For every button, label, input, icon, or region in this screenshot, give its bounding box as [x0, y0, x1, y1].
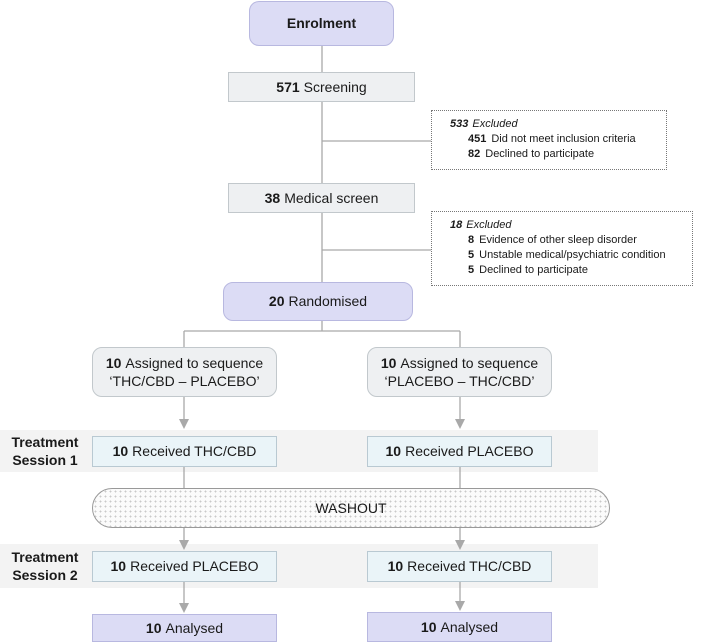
assigned-left-sequence: ‘THC/CBD – PLACEBO’ — [109, 373, 260, 389]
excluded-2-label: Excluded — [466, 219, 512, 231]
randomised-label: Randomised — [288, 293, 368, 310]
enrolment-box: Enrolment — [249, 1, 394, 46]
session2-label: Treatment Session 2 — [11, 549, 79, 583]
randomised-box: 20 Randomised — [223, 282, 413, 321]
medical-label: Medical screen — [284, 189, 379, 206]
medical-count: 38 — [264, 189, 281, 206]
screening-box: 571 Screening — [228, 72, 415, 102]
screening-count: 571 — [276, 78, 300, 95]
screening-label: Screening — [303, 78, 367, 95]
enrolment-label: Enrolment — [286, 15, 357, 32]
excluded-1-label: Excluded — [472, 118, 518, 130]
medical-screen-box: 38 Medical screen — [228, 183, 415, 213]
session1-label: Treatment Session 1 — [11, 434, 79, 468]
assigned-right-sequence: ‘PLACEBO – THC/CBD’ — [384, 373, 535, 389]
washout-label: WASHOUT — [315, 500, 387, 516]
randomised-count: 20 — [268, 293, 285, 310]
excluded-1-count: 533 — [450, 118, 469, 130]
washout-band: WASHOUT — [92, 488, 610, 528]
excluded-2-count: 18 — [450, 219, 463, 231]
